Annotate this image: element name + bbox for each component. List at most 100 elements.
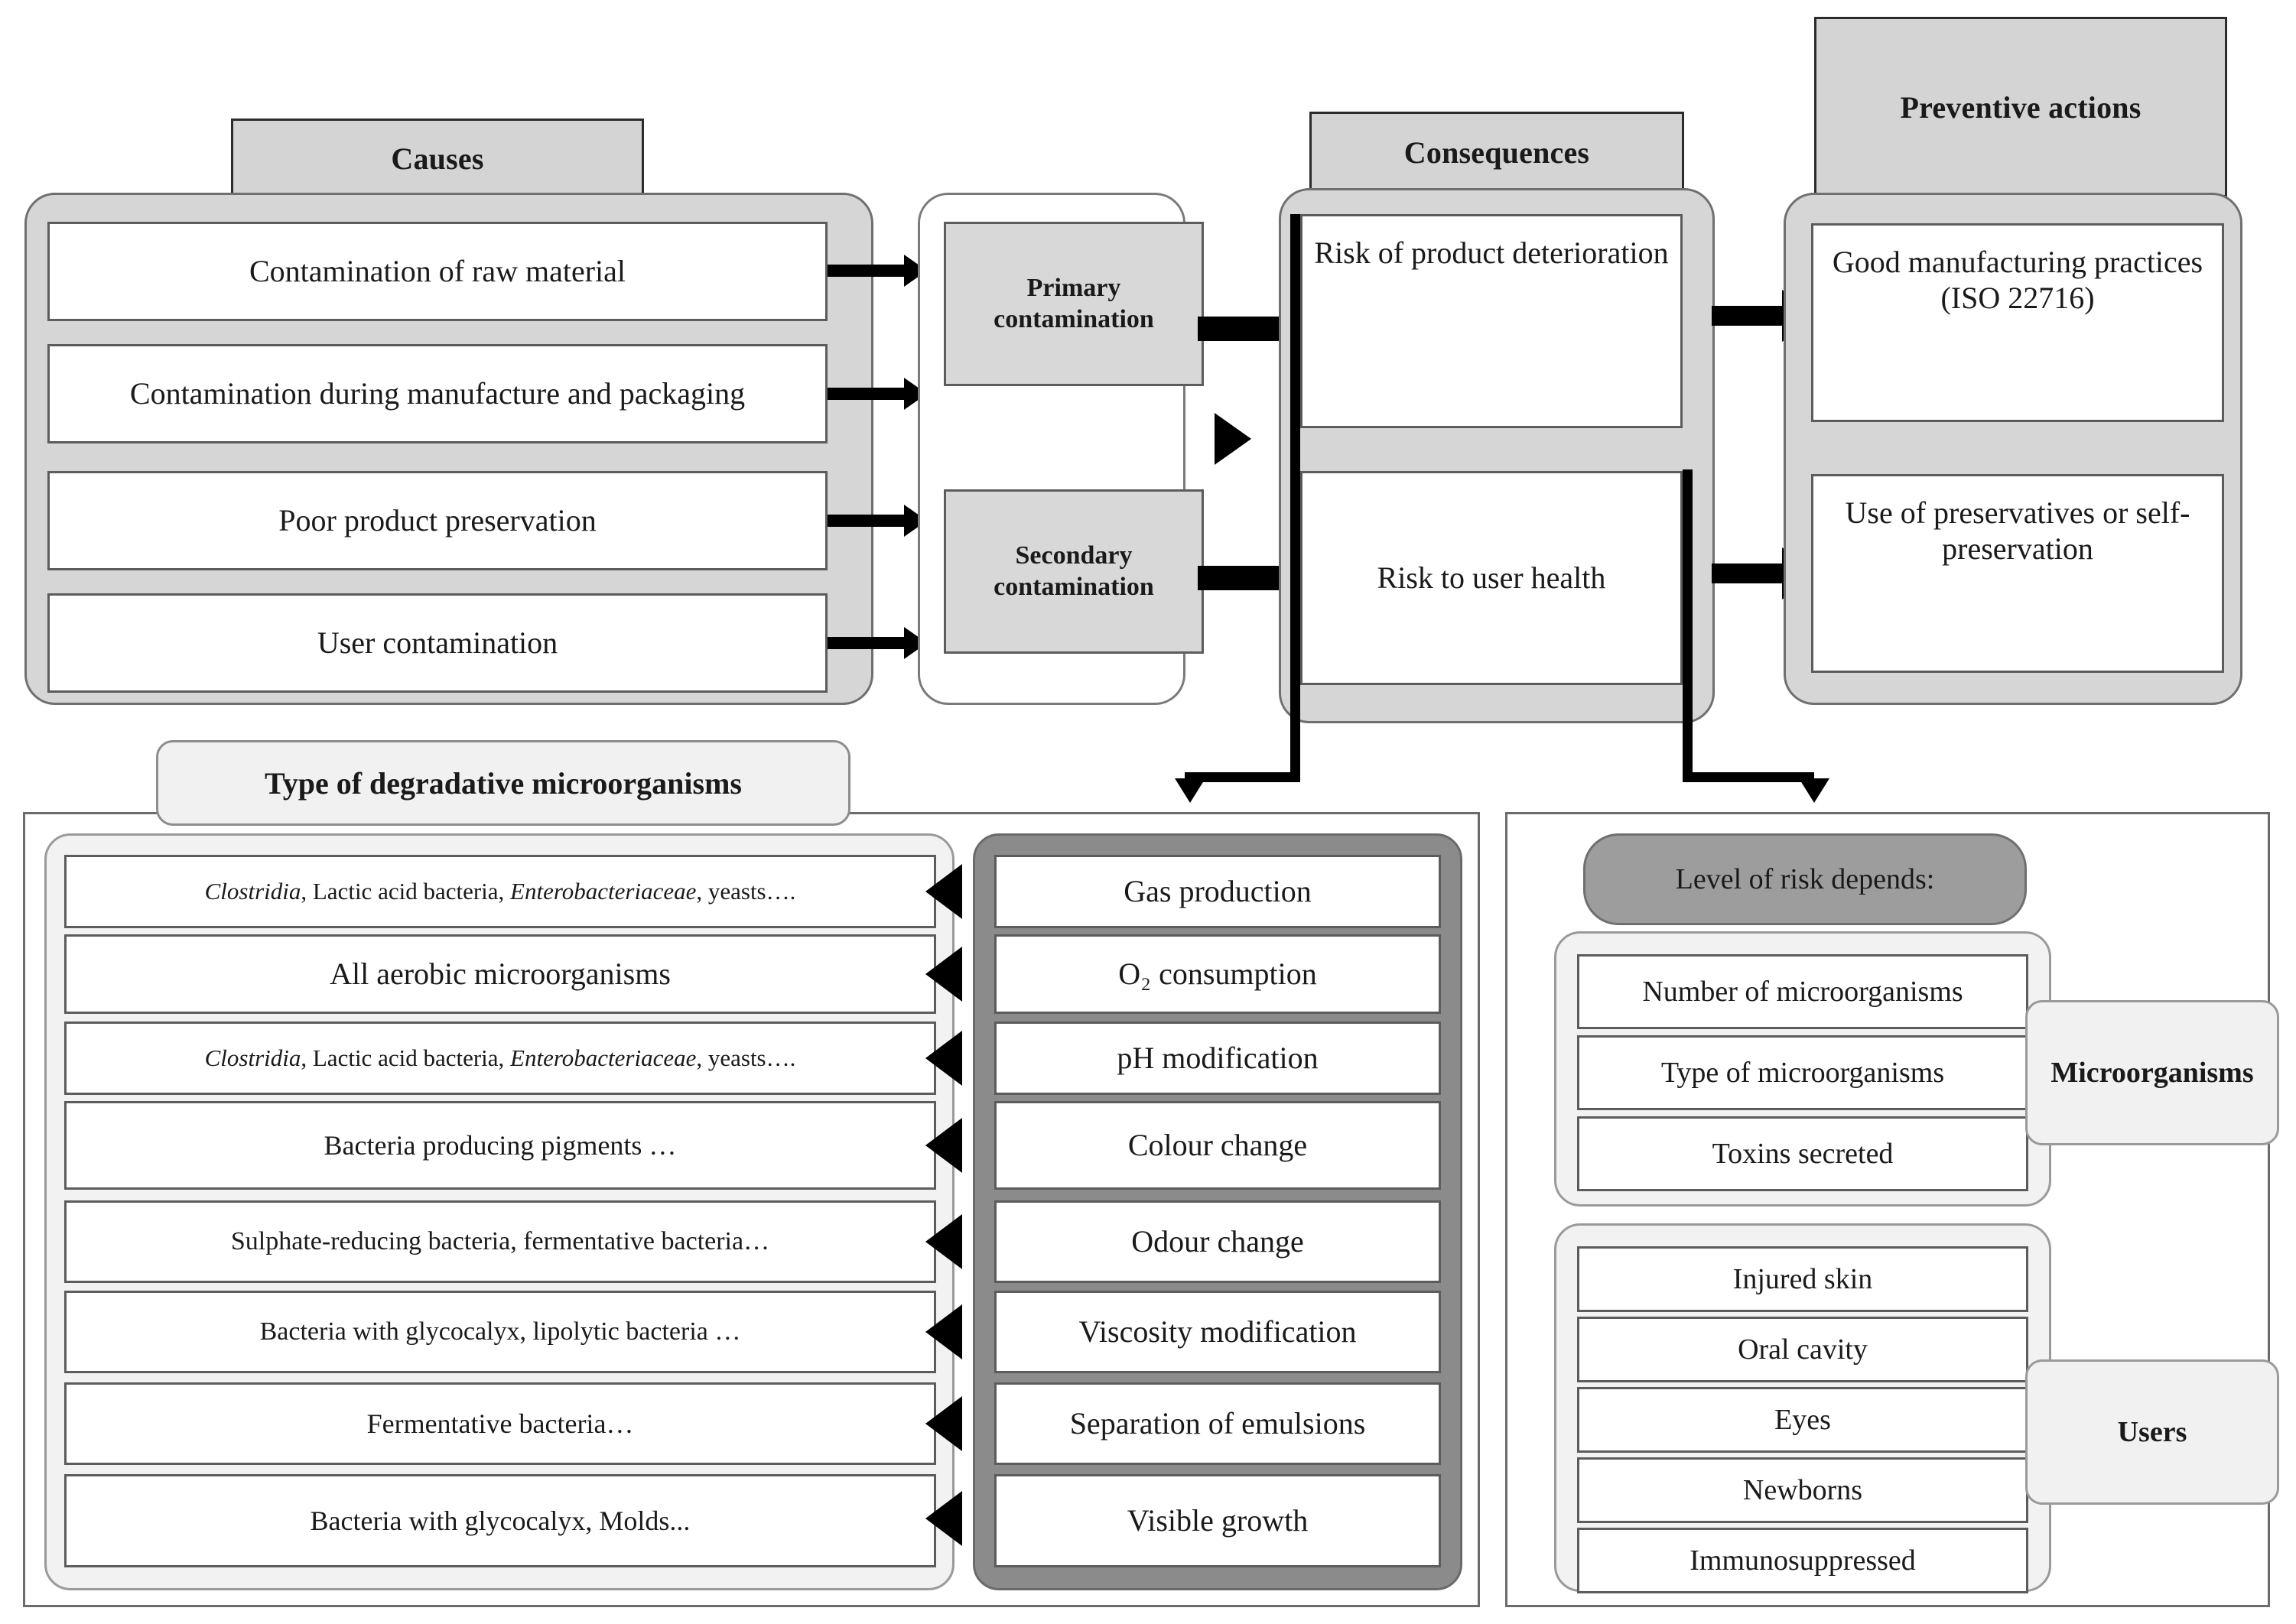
preventive-item-0[interactable]: Good manufacturing practices (ISO 22716) bbox=[1811, 223, 2224, 422]
microorganism-row-6[interactable]: Fermentative bacteria… bbox=[64, 1382, 936, 1465]
microorganisms-side-label: Microorganisms bbox=[2025, 1000, 2279, 1145]
microorganisms-side-label-text: Microorganisms bbox=[2050, 1057, 2254, 1089]
risk-user-item-4[interactable]: Immunosuppressed bbox=[1577, 1528, 2028, 1593]
effect-arrow-7 bbox=[925, 1491, 962, 1546]
consequence-arrow-line-1 bbox=[1712, 564, 1796, 583]
microorganism-row-3-label: Bacteria producing pigments … bbox=[324, 1129, 677, 1161]
consequence-item-0[interactable]: Risk of product deterioration bbox=[1300, 214, 1683, 428]
microorganism-row-0-italic2: Enterobacteriaceae bbox=[510, 877, 697, 905]
userhealth-drop-vertical bbox=[1683, 469, 1693, 781]
contamination-item-secondary[interactable]: Secondary contamination bbox=[944, 489, 1204, 654]
cause-item-0[interactable]: Contamination of raw material bbox=[47, 222, 828, 321]
microorganism-row-5[interactable]: Bacteria with glycocalyx, lipolytic bact… bbox=[64, 1291, 936, 1373]
deterioration-drop-arrowhead bbox=[1175, 778, 1205, 803]
users-side-label: Users bbox=[2025, 1359, 2279, 1505]
contamination-merge-arrow bbox=[1215, 413, 1251, 465]
deterioration-drop-vertical bbox=[1290, 214, 1300, 781]
preventive-item-0-label: Good manufacturing practices (ISO 22716) bbox=[1832, 245, 2203, 316]
consequence-item-1[interactable]: Risk to user health bbox=[1300, 471, 1683, 685]
microorganism-row-0-rest2: , yeasts…. bbox=[696, 877, 796, 905]
preventive-header-label: Preventive actions bbox=[1900, 89, 2142, 125]
deterioration-drop-horizontal bbox=[1185, 772, 1300, 782]
microorganism-row-2-rest1: , Lactic acid bacteria, bbox=[301, 1044, 511, 1071]
effect-row-0-label: Gas production bbox=[1124, 874, 1312, 909]
risk-user-item-0-label: Injured skin bbox=[1732, 1262, 1873, 1295]
microorganism-row-6-label: Fermentative bacteria… bbox=[366, 1408, 634, 1439]
effect-row-5[interactable]: Viscosity modification bbox=[994, 1291, 1441, 1373]
risk-microorganism-item-2-label: Toxins secreted bbox=[1712, 1137, 1894, 1170]
risk-user-item-3[interactable]: Newborns bbox=[1577, 1457, 2028, 1523]
effect-row-4[interactable]: Odour change bbox=[994, 1200, 1441, 1283]
consequences-header-tab: Consequences bbox=[1309, 112, 1684, 193]
cause-arrow-line-0 bbox=[828, 265, 907, 277]
effect-row-4-label: Odour change bbox=[1131, 1224, 1304, 1259]
microorganism-row-2[interactable]: Clostridia, Lactic acid bacteria, Entero… bbox=[64, 1021, 936, 1095]
cause-arrow-line-2 bbox=[828, 515, 907, 527]
effect-row-5-label: Viscosity modification bbox=[1078, 1314, 1357, 1350]
microorganism-row-5-label: Bacteria with glycocalyx, lipolytic bact… bbox=[259, 1317, 741, 1346]
effect-row-6-label: Separation of emulsions bbox=[1069, 1406, 1366, 1441]
consequences-header-label: Consequences bbox=[1403, 135, 1590, 170]
consequence-arrow-line-0 bbox=[1712, 306, 1796, 326]
degradative-header-tab: Type of degradative microorganisms bbox=[156, 740, 850, 826]
risk-user-item-1-label: Oral cavity bbox=[1738, 1333, 1868, 1366]
risk-microorganism-item-0-label: Number of microorganisms bbox=[1642, 975, 1963, 1008]
cause-item-1-label: Contamination during manufacture and pac… bbox=[129, 376, 746, 411]
contamination-item-primary[interactable]: Primary contamination bbox=[944, 222, 1204, 386]
effect-row-7[interactable]: Visible growth bbox=[994, 1474, 1441, 1567]
risk-user-item-4-label: Immunosuppressed bbox=[1689, 1544, 1916, 1577]
cause-item-1[interactable]: Contamination during manufacture and pac… bbox=[47, 344, 828, 443]
effect-row-7-label: Visible growth bbox=[1127, 1503, 1309, 1538]
cause-item-2-label: Poor product preservation bbox=[278, 503, 597, 538]
effect-row-0[interactable]: Gas production bbox=[994, 855, 1441, 928]
microorganism-row-2-rest2: , yeasts…. bbox=[696, 1044, 796, 1071]
effect-arrow-4 bbox=[925, 1214, 962, 1269]
microorganism-row-2-italic1: Clostridia bbox=[204, 1044, 301, 1071]
risk-user-item-0[interactable]: Injured skin bbox=[1577, 1246, 2028, 1312]
risk-microorganism-item-2[interactable]: Toxins secreted bbox=[1577, 1116, 2028, 1191]
risk-user-item-1[interactable]: Oral cavity bbox=[1577, 1317, 2028, 1382]
risk-microorganism-item-1-label: Type of microorganisms bbox=[1660, 1056, 1945, 1089]
risk-user-item-3-label: Newborns bbox=[1742, 1473, 1863, 1506]
effect-row-3-label: Colour change bbox=[1127, 1128, 1308, 1163]
effect-arrow-3 bbox=[925, 1118, 962, 1173]
risk-microorganism-item-1[interactable]: Type of microorganisms bbox=[1577, 1035, 2028, 1110]
consequence-item-1-label: Risk to user health bbox=[1377, 560, 1606, 596]
effect-row-1-label: O₂ consumption bbox=[1118, 957, 1317, 992]
level-of-risk-label: Level of risk depends: bbox=[1675, 863, 1935, 895]
microorganism-row-0-italic1: Clostridia bbox=[204, 877, 301, 905]
microorganism-row-7-label: Bacteria with glycocalyx, Molds... bbox=[310, 1505, 691, 1536]
effect-row-2-label: pH modification bbox=[1117, 1041, 1319, 1076]
effect-row-6[interactable]: Separation of emulsions bbox=[994, 1382, 1441, 1465]
preventive-item-1[interactable]: Use of preservatives or self-preservatio… bbox=[1811, 474, 2224, 673]
microorganism-row-0[interactable]: Clostridia, Lactic acid bacteria, Entero… bbox=[64, 855, 936, 928]
userhealth-drop-arrowhead bbox=[1799, 778, 1829, 803]
effect-row-2[interactable]: pH modification bbox=[994, 1021, 1441, 1095]
risk-microorganism-item-0[interactable]: Number of microorganisms bbox=[1577, 954, 2028, 1029]
effect-row-3[interactable]: Colour change bbox=[994, 1101, 1441, 1190]
risk-user-item-2[interactable]: Eyes bbox=[1577, 1387, 2028, 1453]
preventive-header-tab: Preventive actions bbox=[1814, 17, 2227, 197]
microorganism-row-0-rest1: , Lactic acid bacteria, bbox=[301, 877, 511, 905]
microorganism-row-1[interactable]: All aerobic microorganisms bbox=[64, 934, 936, 1014]
microorganism-row-1-label: All aerobic microorganisms bbox=[330, 957, 671, 992]
cause-item-2[interactable]: Poor product preservation bbox=[47, 471, 828, 570]
cause-arrow-line-3 bbox=[828, 637, 907, 649]
microorganism-row-4[interactable]: Sulphate-reducing bacteria, fermentative… bbox=[64, 1200, 936, 1283]
effect-arrow-6 bbox=[925, 1396, 962, 1451]
risk-user-item-2-label: Eyes bbox=[1774, 1403, 1831, 1436]
cause-item-3[interactable]: User contamination bbox=[47, 593, 828, 693]
microorganism-row-7[interactable]: Bacteria with glycocalyx, Molds... bbox=[64, 1474, 936, 1567]
causes-header-label: Causes bbox=[391, 141, 484, 176]
cause-item-0-label: Contamination of raw material bbox=[249, 254, 626, 289]
effect-row-1[interactable]: O₂ consumption bbox=[994, 934, 1441, 1014]
microorganism-row-3[interactable]: Bacteria producing pigments … bbox=[64, 1101, 936, 1190]
preventive-item-1-label: Use of preservatives or self-preservatio… bbox=[1845, 495, 2190, 567]
microorganism-row-2-italic2: Enterobacteriaceae bbox=[510, 1044, 697, 1071]
effect-arrow-5 bbox=[925, 1304, 962, 1359]
microorganism-row-4-label: Sulphate-reducing bacteria, fermentative… bbox=[230, 1226, 770, 1255]
effect-arrow-0 bbox=[925, 864, 962, 919]
effect-arrow-2 bbox=[925, 1031, 962, 1086]
effect-arrow-1 bbox=[925, 947, 962, 1002]
